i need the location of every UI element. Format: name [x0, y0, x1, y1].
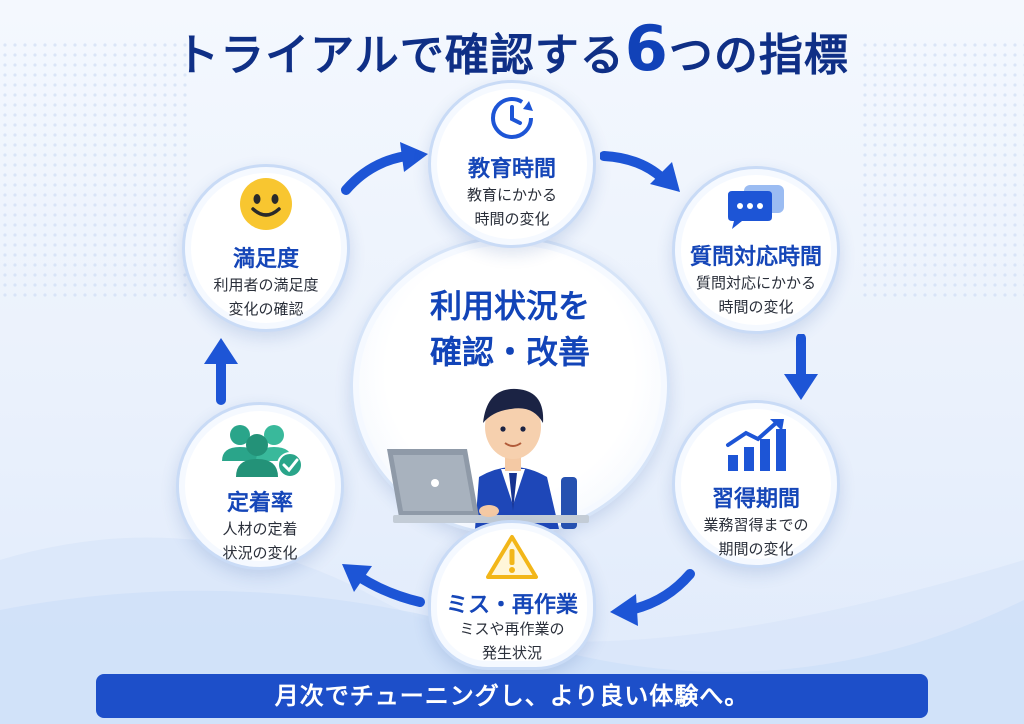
node-question-desc-line2: 時間の変化 — [718, 298, 794, 316]
node-education: 教育時間 教育にかかる 時間の変化 — [428, 80, 596, 248]
page-title: トライアルで確認する6つの指標 — [0, 14, 1024, 84]
node-question-desc-line1: 質問対応にかかる — [695, 274, 816, 292]
node-satisfaction-desc-line2: 変化の確認 — [228, 300, 304, 318]
node-mistakes-desc-line1: ミスや再作業の — [459, 620, 565, 638]
arrow-question-to-learning — [784, 334, 818, 400]
node-retention-desc-line2: 状況の変化 — [222, 544, 298, 562]
node-education-label: 教育時間 — [467, 157, 556, 182]
node-mistakes: ミス・再作業 ミスや再作業の 発生状況 — [428, 520, 596, 670]
arrow-mistakes-to-retention — [342, 564, 425, 607]
node-satisfaction-desc: 利用者の満足度 変化の確認 — [185, 273, 347, 321]
node-retention: 定着率 人材の定着 状況の変化 — [176, 402, 344, 570]
node-satisfaction-desc-line1: 利用者の満足度 — [213, 276, 319, 294]
title-suffix: つの指標 — [668, 30, 849, 81]
title-number: 6 — [624, 12, 669, 85]
arrow-education-to-question — [600, 151, 680, 192]
node-mistakes-label: ミス・再作業 — [445, 593, 578, 618]
chat-bubble-icon — [728, 185, 784, 229]
node-learning: 習得期間 業務習得までの 期間の変化 — [672, 400, 840, 568]
people-check-icon — [222, 425, 303, 478]
node-education-desc: 教育にかかる 時間の変化 — [431, 183, 593, 231]
node-question-label: 質問対応時間 — [689, 245, 822, 270]
node-question-desc: 質問対応にかかる 時間の変化 — [675, 271, 837, 319]
node-satisfaction-label: 満足度 — [232, 247, 299, 272]
center-text: 利用状況を 確認・改善 — [353, 283, 667, 375]
title-main: トライアルで確認する — [175, 30, 625, 81]
node-education-desc-line2: 時間の変化 — [474, 210, 550, 228]
node-retention-desc: 人材の定着 状況の変化 — [179, 517, 341, 565]
bottom-banner: 月次でチューニングし、より良い体験へ。 — [96, 674, 928, 718]
clock-icon — [491, 97, 533, 139]
node-learning-label: 習得期間 — [711, 487, 800, 512]
smiley-icon — [240, 178, 292, 230]
arrow-learning-to-mistakes — [610, 569, 695, 626]
center-circle: 利用状況を 確認・改善 — [350, 236, 670, 536]
center-text-line2: 確認・改善 — [429, 333, 590, 371]
businessman-laptop-illustration — [387, 388, 589, 529]
node-learning-desc-line1: 業務習得までの — [703, 516, 809, 534]
center-text-line1: 利用状況を — [429, 287, 590, 325]
node-education-desc-line1: 教育にかかる — [466, 186, 557, 204]
node-learning-desc-line2: 期間の変化 — [718, 540, 794, 558]
node-learning-desc: 業務習得までの 期間の変化 — [675, 513, 837, 561]
node-retention-desc-line1: 人材の定着 — [222, 520, 298, 538]
node-retention-label: 定着率 — [226, 491, 293, 516]
bar-chart-growth-icon — [726, 419, 786, 471]
node-question: 質問対応時間 質問対応にかかる 時間の変化 — [672, 166, 840, 334]
arrow-satisfaction-to-education — [341, 142, 428, 195]
warning-icon — [486, 535, 538, 579]
node-satisfaction: 満足度 利用者の満足度 変化の確認 — [182, 164, 350, 332]
node-mistakes-desc: ミスや再作業の 発生状況 — [431, 617, 593, 665]
arrow-retention-to-satisfaction — [204, 338, 238, 405]
node-mistakes-desc-line2: 発生状況 — [481, 644, 542, 662]
